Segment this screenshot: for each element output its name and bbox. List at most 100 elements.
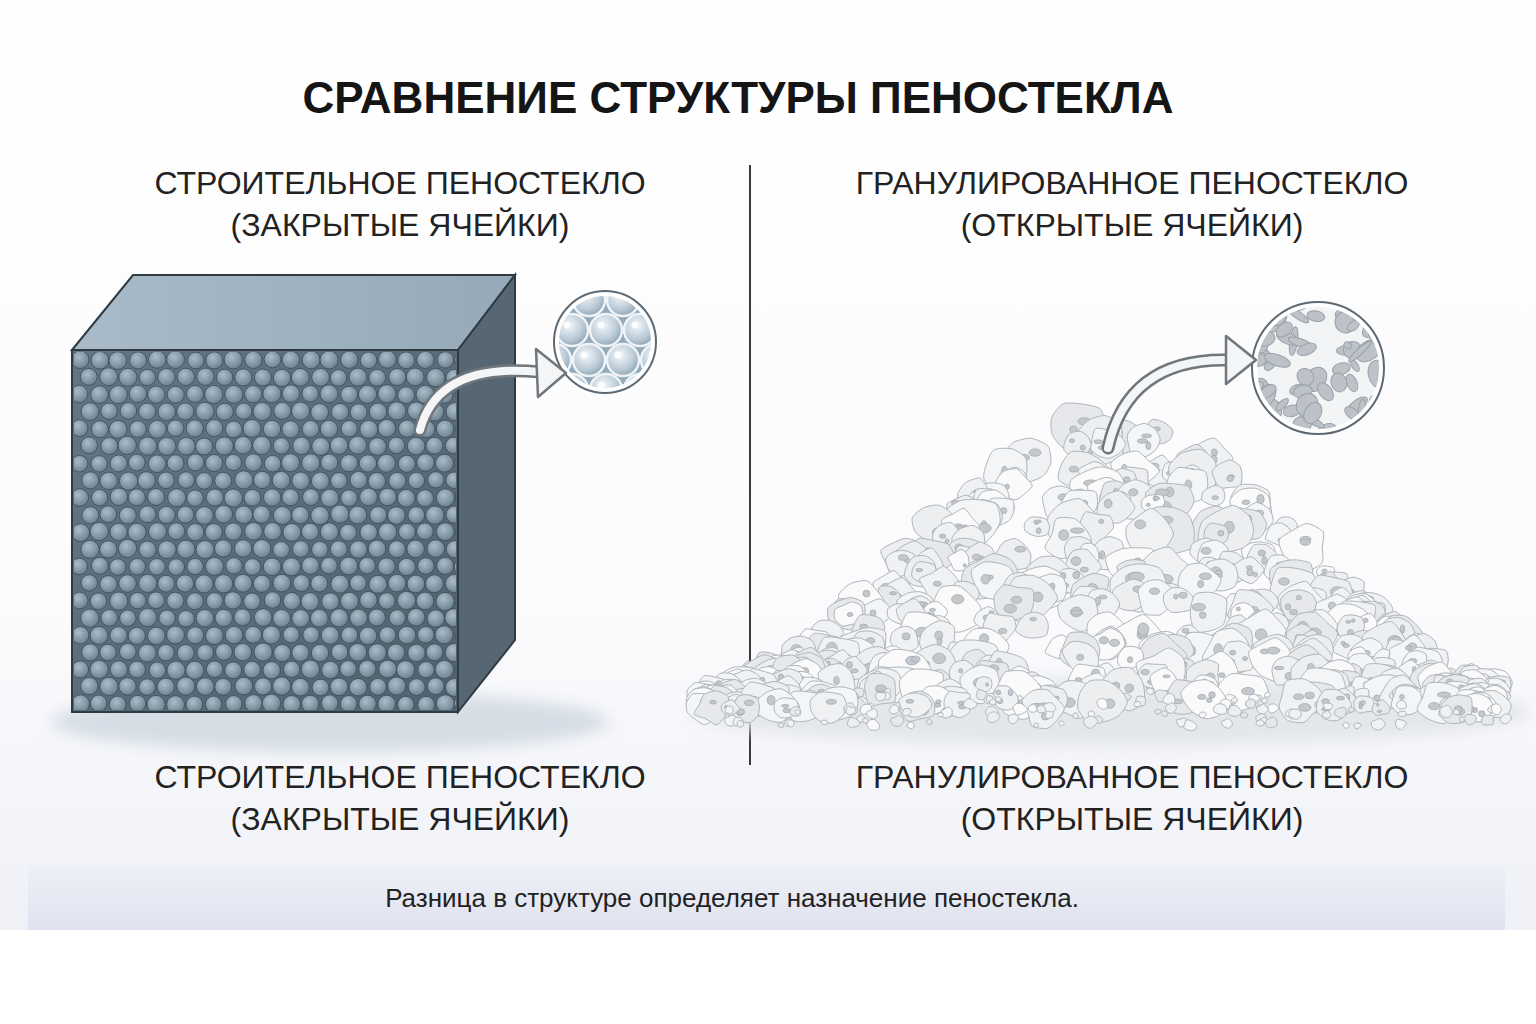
granule-body (1024, 517, 1049, 537)
closed-cell (176, 575, 193, 592)
bubble-highlight (598, 322, 605, 329)
closed-cell (350, 541, 367, 558)
closed-cell (205, 385, 223, 403)
closed-cell (186, 385, 203, 402)
closed-cell (186, 696, 203, 710)
closed-cell (398, 420, 415, 437)
closed-cell (74, 524, 90, 542)
granule-pore (1262, 556, 1267, 564)
closed-cell (360, 488, 378, 506)
granule-pore (981, 574, 990, 584)
closed-cell (167, 626, 185, 644)
granule-pore (1059, 530, 1069, 541)
closed-cell (349, 678, 367, 696)
granule-pore (933, 653, 946, 663)
granule-pore (1034, 520, 1042, 523)
closed-cell (330, 609, 348, 627)
closed-cell (195, 575, 213, 593)
granule-pore (1069, 466, 1078, 472)
closed-cell (119, 368, 137, 386)
closed-cell (388, 677, 406, 695)
closed-cell (254, 609, 272, 627)
closed-cell (406, 368, 424, 386)
closed-cell (262, 626, 280, 644)
closed-cell (168, 523, 185, 540)
closed-cell (456, 421, 457, 438)
closed-cell (454, 558, 456, 576)
closed-cell (435, 660, 453, 678)
closed-cell (80, 368, 97, 385)
closed-cell (437, 352, 453, 368)
granule-body (865, 673, 896, 706)
closed-cell (302, 695, 319, 710)
magnifier-rim (557, 294, 653, 390)
closed-cell (437, 557, 454, 574)
closed-cell (81, 575, 97, 591)
closed-cell (417, 352, 434, 368)
cube-shadow (50, 692, 610, 752)
closed-cell (139, 574, 157, 592)
closed-cell (273, 369, 290, 386)
closed-cell (254, 643, 272, 661)
closed-cell (196, 438, 213, 455)
closed-cell (388, 437, 405, 454)
granule-pore (1192, 603, 1206, 611)
closed-cell (378, 385, 396, 403)
closed-cell (177, 403, 194, 420)
closed-cell (178, 610, 195, 627)
bubble-shell (607, 344, 639, 376)
granule-pore (1246, 566, 1252, 570)
closed-cell (358, 385, 376, 403)
closed-cell (264, 523, 282, 541)
closed-cell (359, 557, 376, 574)
closed-cell (187, 352, 204, 369)
granule-pore (1179, 592, 1187, 598)
closed-cell (398, 387, 415, 404)
closed-cell (167, 352, 185, 369)
closed-cell (350, 575, 367, 592)
closed-cell (369, 438, 387, 456)
closed-cell (148, 627, 166, 645)
closed-cell (139, 437, 157, 455)
closed-cell-magnifier (539, 284, 673, 406)
closed-cell (74, 455, 88, 472)
closed-cell (418, 662, 434, 678)
closed-cell (167, 592, 184, 609)
closed-cell (100, 541, 117, 558)
closed-cell (101, 403, 118, 420)
closed-cell (408, 507, 425, 524)
closed-cell (341, 490, 358, 507)
closed-cell (292, 402, 310, 420)
granule-pore (1201, 547, 1211, 554)
granule-pore (1219, 673, 1225, 678)
granule-pore (1104, 499, 1112, 508)
closed-cell (110, 488, 128, 506)
closed-cell (206, 352, 223, 369)
closed-cell (148, 386, 165, 403)
closed-cell (128, 523, 146, 541)
closed-cell (158, 644, 175, 661)
closed-cell (302, 352, 320, 369)
closed-cell (330, 370, 347, 387)
closed-cell (302, 385, 319, 402)
closed-cell (388, 507, 406, 525)
closed-cell (388, 402, 406, 420)
closed-cell (340, 557, 358, 575)
bubble-shell (573, 344, 605, 376)
closed-cell (245, 626, 262, 643)
pile-shadow (690, 678, 1530, 746)
closed-cell (148, 592, 165, 609)
closed-cell (320, 420, 338, 438)
closed-cell-bubble (590, 314, 622, 346)
closed-cell (418, 558, 435, 575)
closed-cell (455, 488, 456, 506)
closed-cell (273, 506, 291, 524)
granule-pore (1154, 497, 1160, 500)
block-side-face (458, 275, 515, 712)
closed-cell (158, 368, 175, 385)
closed-cell (320, 352, 338, 369)
closed-cell (158, 437, 176, 455)
closed-cell (90, 660, 108, 678)
closed-cell (331, 403, 348, 420)
